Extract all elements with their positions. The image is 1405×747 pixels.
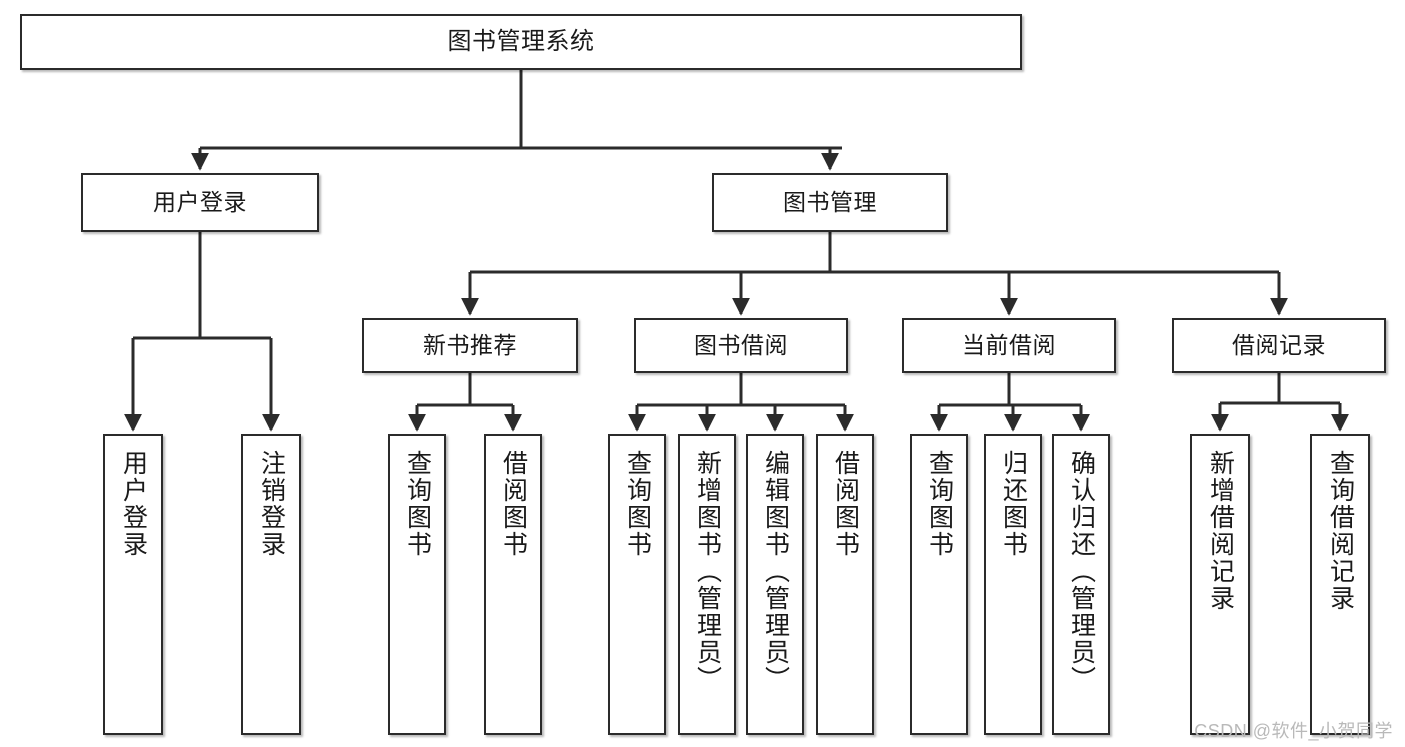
leaf-add-book-admin-label: 新增图书（管理员） [693,450,722,693]
leaf-query-book-borrow-label: 查询图书 [623,450,652,558]
node-book-borrow-label: 图书借阅 [694,331,788,358]
leaf-return-book-label: 归还图书 [999,450,1028,558]
node-current-borrow-label: 当前借阅 [962,331,1056,358]
node-user-login-label: 用户登录 [153,188,247,215]
node-borrow-record[interactable]: 借阅记录 [1172,318,1386,373]
leaf-query-book-current[interactable]: 查询图书 [910,434,968,735]
leaf-add-borrow-record-label: 新增借阅记录 [1206,450,1235,612]
leaf-borrow-book[interactable]: 借阅图书 [816,434,874,735]
leaf-query-book-recommend-label: 查询图书 [403,450,432,558]
node-book-management[interactable]: 图书管理 [712,173,948,232]
leaf-borrow-book-label: 借阅图书 [831,450,860,558]
leaf-query-borrow-record-label: 查询借阅记录 [1326,450,1355,612]
leaf-confirm-return-admin-label: 确认归还（管理员） [1067,450,1096,693]
leaf-query-borrow-record[interactable]: 查询借阅记录 [1310,434,1370,735]
node-new-book-recommend-label: 新书推荐 [423,331,517,358]
leaf-add-borrow-record[interactable]: 新增借阅记录 [1190,434,1250,735]
node-book-management-label: 图书管理 [783,188,877,215]
node-root[interactable]: 图书管理系统 [20,14,1022,70]
node-book-borrow[interactable]: 图书借阅 [634,318,848,373]
leaf-edit-book-admin-label: 编辑图书（管理员） [761,450,790,693]
leaf-return-book[interactable]: 归还图书 [984,434,1042,735]
leaf-logout-label: 注销登录 [257,450,286,558]
leaf-add-book-admin[interactable]: 新增图书（管理员） [678,434,736,735]
node-user-login[interactable]: 用户登录 [81,173,319,232]
leaf-edit-book-admin[interactable]: 编辑图书（管理员） [746,434,804,735]
watermark: CSDN @软件_小贺同学 [1194,721,1393,741]
leaf-query-book-current-label: 查询图书 [925,450,954,558]
leaf-query-book-borrow[interactable]: 查询图书 [608,434,666,735]
leaf-user-login[interactable]: 用户登录 [103,434,163,735]
leaf-borrow-book-recommend[interactable]: 借阅图书 [484,434,542,735]
leaf-logout[interactable]: 注销登录 [241,434,301,735]
node-borrow-record-label: 借阅记录 [1232,331,1326,358]
node-current-borrow[interactable]: 当前借阅 [902,318,1116,373]
node-new-book-recommend[interactable]: 新书推荐 [362,318,578,373]
leaf-query-book-recommend[interactable]: 查询图书 [388,434,446,735]
leaf-user-login-label: 用户登录 [119,450,148,558]
leaf-confirm-return-admin[interactable]: 确认归还（管理员） [1052,434,1110,735]
node-root-label: 图书管理系统 [447,27,595,55]
leaf-borrow-book-recommend-label: 借阅图书 [499,450,528,558]
